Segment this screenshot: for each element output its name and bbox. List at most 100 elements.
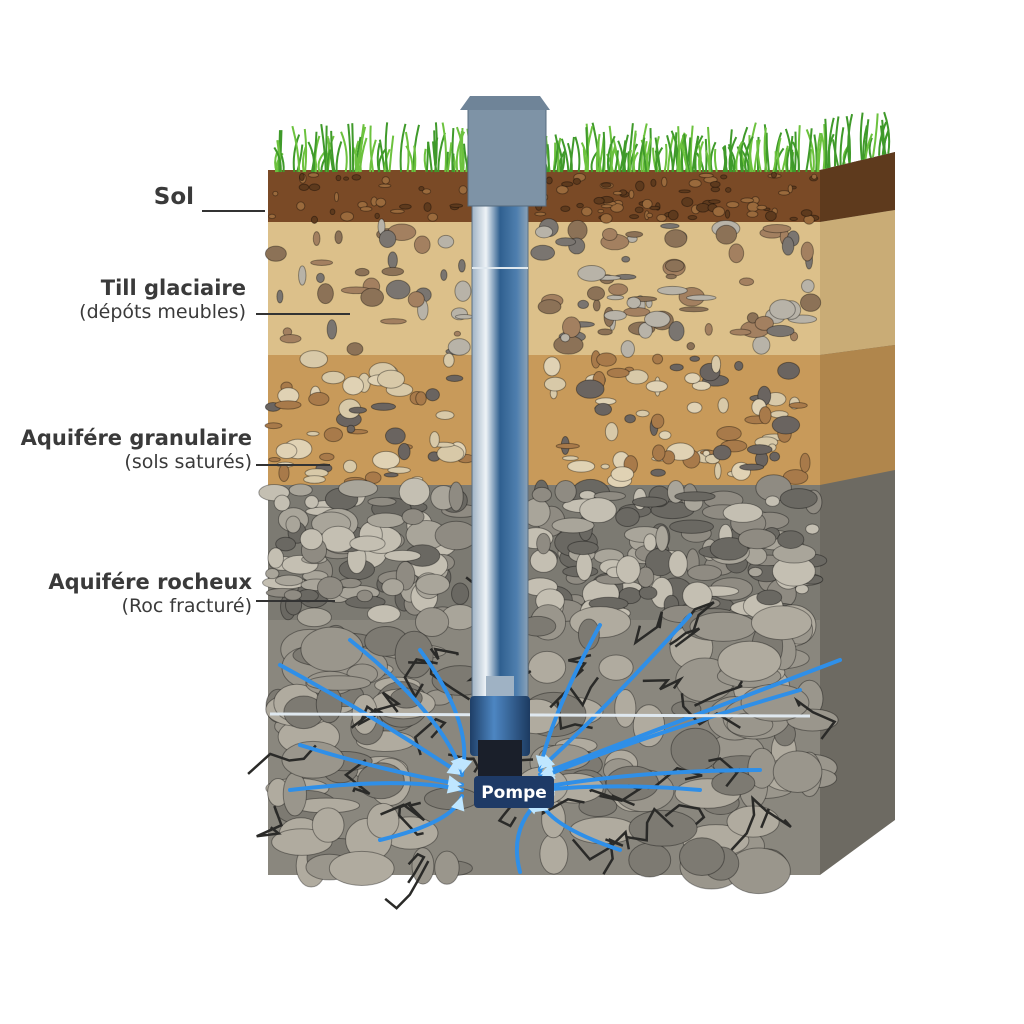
pebble [712, 206, 726, 217]
pebble [712, 444, 732, 461]
pebble [599, 213, 613, 224]
grass-blade [324, 125, 328, 173]
pebble [638, 585, 658, 600]
grass-blade [296, 144, 304, 173]
pebble [621, 255, 631, 263]
pebble [385, 279, 411, 300]
pebble [606, 294, 625, 301]
pebble [275, 536, 297, 552]
rock-crack [549, 676, 600, 709]
pebble [811, 173, 818, 180]
pebble [597, 208, 605, 214]
pebble [349, 535, 386, 552]
grass-blade [680, 142, 689, 173]
pebble [360, 287, 385, 307]
pebble [649, 205, 661, 211]
pebble [625, 230, 644, 238]
grass-blade [740, 149, 750, 173]
pebble [567, 219, 588, 241]
pebble [560, 333, 571, 343]
pebble [310, 215, 319, 224]
pebble [728, 243, 745, 264]
pebble [777, 361, 801, 380]
pebble [716, 425, 742, 442]
pebble [323, 427, 344, 443]
pebble [443, 352, 455, 368]
pebble [717, 397, 729, 414]
pebble [658, 430, 672, 440]
grass-blade [793, 131, 797, 173]
pebble [298, 183, 310, 191]
pebble [612, 190, 623, 196]
grass-blade [689, 125, 694, 173]
pebble [315, 272, 325, 284]
pebble [268, 457, 281, 463]
grass-blade [790, 135, 794, 173]
pebble [394, 630, 434, 679]
well-casing-pipe [471, 109, 529, 701]
pebble [567, 460, 596, 473]
water-flow-arrows [278, 613, 842, 874]
pebble [805, 523, 820, 535]
pebble [643, 533, 657, 552]
pebble [800, 241, 814, 262]
water-flow-line [298, 743, 464, 787]
pebble [342, 459, 358, 474]
rock-crack [247, 744, 317, 775]
pebble [751, 605, 813, 641]
pebble [729, 328, 752, 336]
grass-blade [781, 147, 789, 173]
pebble [737, 528, 777, 550]
grass-blade [582, 148, 589, 173]
grass-blade [446, 142, 453, 173]
grass-blade [608, 125, 613, 173]
grass-blade [597, 139, 603, 173]
pebble [346, 342, 364, 356]
water-flow-line [538, 688, 802, 780]
pebble [593, 196, 605, 205]
pebble [401, 508, 425, 526]
pebble [592, 299, 601, 312]
grass-blade [303, 128, 308, 173]
pebble [717, 640, 782, 682]
pebble [661, 176, 668, 188]
grass-blade [291, 125, 301, 173]
grass-blade [842, 141, 851, 165]
pebble [265, 568, 280, 580]
pebble [527, 650, 567, 684]
grass-blade [763, 127, 768, 173]
pebble [274, 574, 304, 587]
pebble [596, 352, 617, 367]
pebble [329, 208, 336, 216]
grass-blade [546, 144, 550, 173]
grass-blade [707, 126, 711, 173]
pebble [766, 324, 795, 338]
pebble [657, 285, 688, 296]
pebble [300, 626, 364, 672]
pebble [425, 388, 440, 402]
grass-blade [279, 152, 285, 173]
pebble [634, 206, 644, 214]
water-flow-line [538, 784, 702, 792]
pebble [710, 355, 722, 374]
pebble [562, 455, 579, 461]
pebble [688, 179, 702, 188]
pebble [615, 507, 640, 528]
pebble [312, 231, 321, 247]
pebble [664, 229, 688, 248]
rock-crack [357, 704, 384, 727]
grass-blade [666, 135, 675, 173]
rock-crack [793, 696, 837, 740]
pebble [801, 279, 815, 294]
grass-blade [839, 127, 845, 166]
pebble [652, 444, 666, 462]
grass-blade [816, 132, 822, 173]
pebble [624, 414, 636, 424]
pebble [387, 466, 411, 474]
pebble [299, 350, 329, 369]
pebble [342, 376, 365, 396]
grass-blade [335, 141, 343, 173]
pebble [799, 452, 811, 473]
pebble [421, 188, 432, 195]
rock-crack [680, 693, 741, 729]
